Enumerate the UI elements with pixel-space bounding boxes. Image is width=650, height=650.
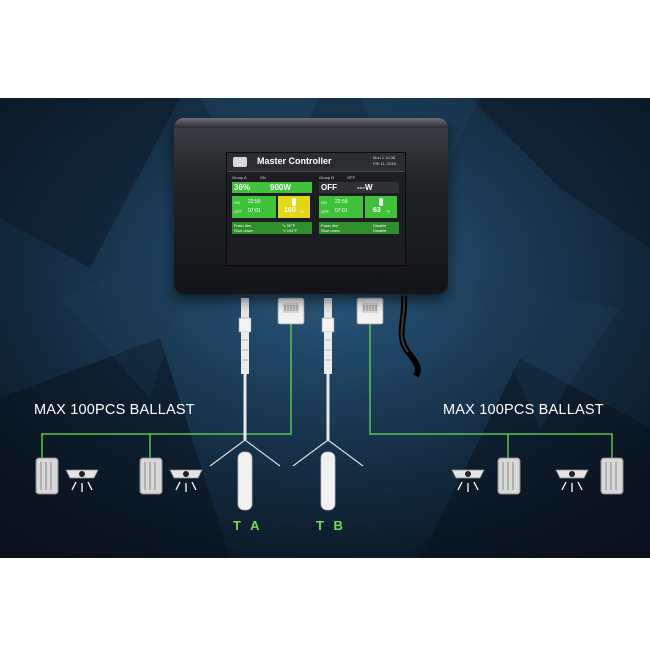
wire-ballast-left [41,433,151,458]
screen-datetime: Mon 1 10:38 FRI 11, 2018 [373,155,403,167]
group-a-footer-line2-right: °c 104°F [282,228,298,233]
group-b-on-time: 22:59 [335,199,348,205]
ballast-unit-right-1 [497,457,521,495]
group-a-on-label: ON [234,200,240,205]
group-a-level: 100 [284,207,296,214]
datetime-line1: Mon 1 10:38 [373,155,396,160]
group-a-footer-line1-right: °c 90°F [282,223,296,228]
group-b-schedule-cell[interactable]: ON 22:59 OFF 07:01 [319,196,363,218]
datetime-line2: FRI 11, 2018 [373,161,396,166]
sensor-a-label: T A [233,518,263,533]
group-a-watts[interactable]: 900W [268,182,312,193]
group-a-schedule-row: ON 22:59 OFF 07:01 100 % [232,196,312,218]
screen-header: Master Controller Mon 1 10:38 FRI 11, 20… [227,153,405,172]
group-b-panel[interactable]: Group B OFF OFF ---W ON 22:59 OFF 07:01 … [319,175,399,261]
group-b-label: Group B [319,175,334,180]
grow-lamp-icon-left-1 [65,469,99,492]
group-b-temp-cell[interactable]: 63 °F [365,196,397,218]
group-b-schedule-row: ON 22:59 OFF 07:01 63 °F [319,196,399,218]
grow-lamp-icon-left-2 [169,469,203,492]
group-a-header: Group A ON [232,175,278,180]
group-b-footer: Fusio dim Disable Shut down Disable [319,222,399,234]
wire-rj-a [150,324,292,435]
group-b-off-time: 07:01 [335,208,348,214]
group-b-footer-line2-right: Disable [373,228,387,233]
master-controller-device: Master Controller Mon 1 10:38 FRI 11, 20… [174,118,448,294]
group-a-dim-percent[interactable]: 36% [232,182,268,193]
ballast-unit-left-2 [139,457,163,495]
screen-title: Master Controller [257,156,332,166]
group-b-unit: °F [386,209,391,214]
group-b-temp: 63 [373,207,381,214]
touch-screen[interactable]: Master Controller Mon 1 10:38 FRI 11, 20… [226,152,406,266]
group-a-state: ON [259,175,266,180]
wire-rj-b [369,324,508,435]
grow-lamp-icon-right-1 [451,469,485,492]
brand-logo-icon [233,157,247,167]
group-b-off-label: OFF [321,209,329,214]
thermometer-icon [292,198,296,206]
group-a-status-row: 36% 900W [232,182,312,193]
group-a-panel[interactable]: Group A ON 36% 900W ON 22:59 OFF 07:01 1… [232,175,312,261]
group-b-state-label: OFF [347,175,356,180]
group-b-footer-line2-left: Shut down [321,228,340,233]
group-a-unit: % [300,209,304,214]
temp-probe-a [209,298,281,511]
group-b-footer-line1-right: Disable [373,223,387,228]
rj-connector-b [356,297,384,325]
wire-ballast-right [507,433,613,458]
group-b-watts[interactable]: ---W [355,182,399,193]
group-a-footer: Fusio dim °c 90°F Shut down °c 104°F [232,222,312,234]
group-a-footer-line2-left: Shut down [234,228,253,233]
rj-connector-a [277,297,305,325]
left-ballast-title: MAX 100PCS BALLAST [34,402,195,418]
group-a-schedule-cell[interactable]: ON 22:59 OFF 07:01 [232,196,276,218]
group-a-footer-line1-left: Fusio dim [234,223,252,228]
group-a-level-cell[interactable]: 100 % [278,196,310,218]
sensor-b-label: T B [316,518,346,533]
temp-probe-b [292,298,364,511]
group-b-on-label: ON [321,200,327,205]
group-a-label: Group A [232,175,247,180]
right-ballast-title: MAX 100PCS BALLAST [443,402,604,418]
group-b-header: Group B OFF [319,175,367,180]
group-a-off-time: 07:01 [248,208,261,214]
grow-lamp-icon-right-2 [555,469,589,492]
group-b-footer-line1-left: Fusio dim [321,223,339,228]
device-top-edge [174,118,448,128]
group-a-on-time: 22:59 [248,199,261,205]
group-b-state[interactable]: OFF [319,182,355,193]
ballast-unit-right-2 [600,457,624,495]
ballast-unit-left-1 [35,457,59,495]
group-a-off-label: OFF [234,209,242,214]
thermometer-icon [379,198,383,206]
group-b-status-row: OFF ---W [319,182,399,193]
